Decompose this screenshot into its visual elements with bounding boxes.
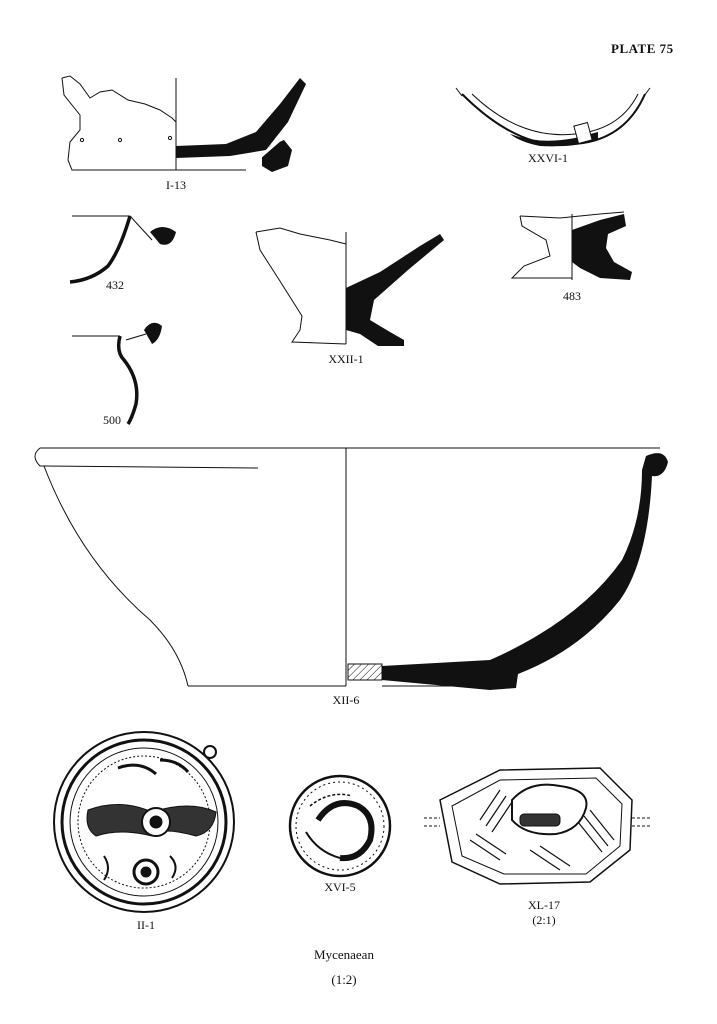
label-XL-17: XL-17 bbox=[528, 898, 560, 912]
sherd-I-13 bbox=[61, 75, 306, 172]
seal-II-1 bbox=[53, 731, 235, 913]
sherd-432 bbox=[69, 215, 176, 284]
label-I-13: I-13 bbox=[166, 178, 186, 192]
label-432: 432 bbox=[106, 278, 124, 292]
label-XXVI-1: XXVI-1 bbox=[528, 151, 568, 165]
label-XVI-5: XVI-5 bbox=[324, 880, 356, 894]
seal-XVI-5 bbox=[288, 774, 392, 878]
label-XL-17-scale: (2:1) bbox=[532, 913, 556, 927]
label-II-1: II-1 bbox=[137, 918, 155, 932]
sherd-XXII-1 bbox=[255, 227, 444, 346]
label-483: 483 bbox=[563, 289, 581, 303]
sherd-XXVI-1 bbox=[455, 87, 651, 147]
bowl-XII-6 bbox=[34, 447, 668, 690]
label-XII-6: XII-6 bbox=[332, 693, 360, 707]
sherd-483 bbox=[510, 211, 632, 280]
label-XXII-1: XXII-1 bbox=[328, 352, 364, 366]
caption-scale: (1:2) bbox=[331, 972, 357, 987]
label-500: 500 bbox=[103, 413, 121, 427]
plate-title: PLATE 75 bbox=[611, 41, 674, 56]
sherd-500 bbox=[72, 322, 162, 425]
seal-XL-17 bbox=[424, 767, 650, 885]
caption-title: Mycenaean bbox=[314, 947, 374, 962]
